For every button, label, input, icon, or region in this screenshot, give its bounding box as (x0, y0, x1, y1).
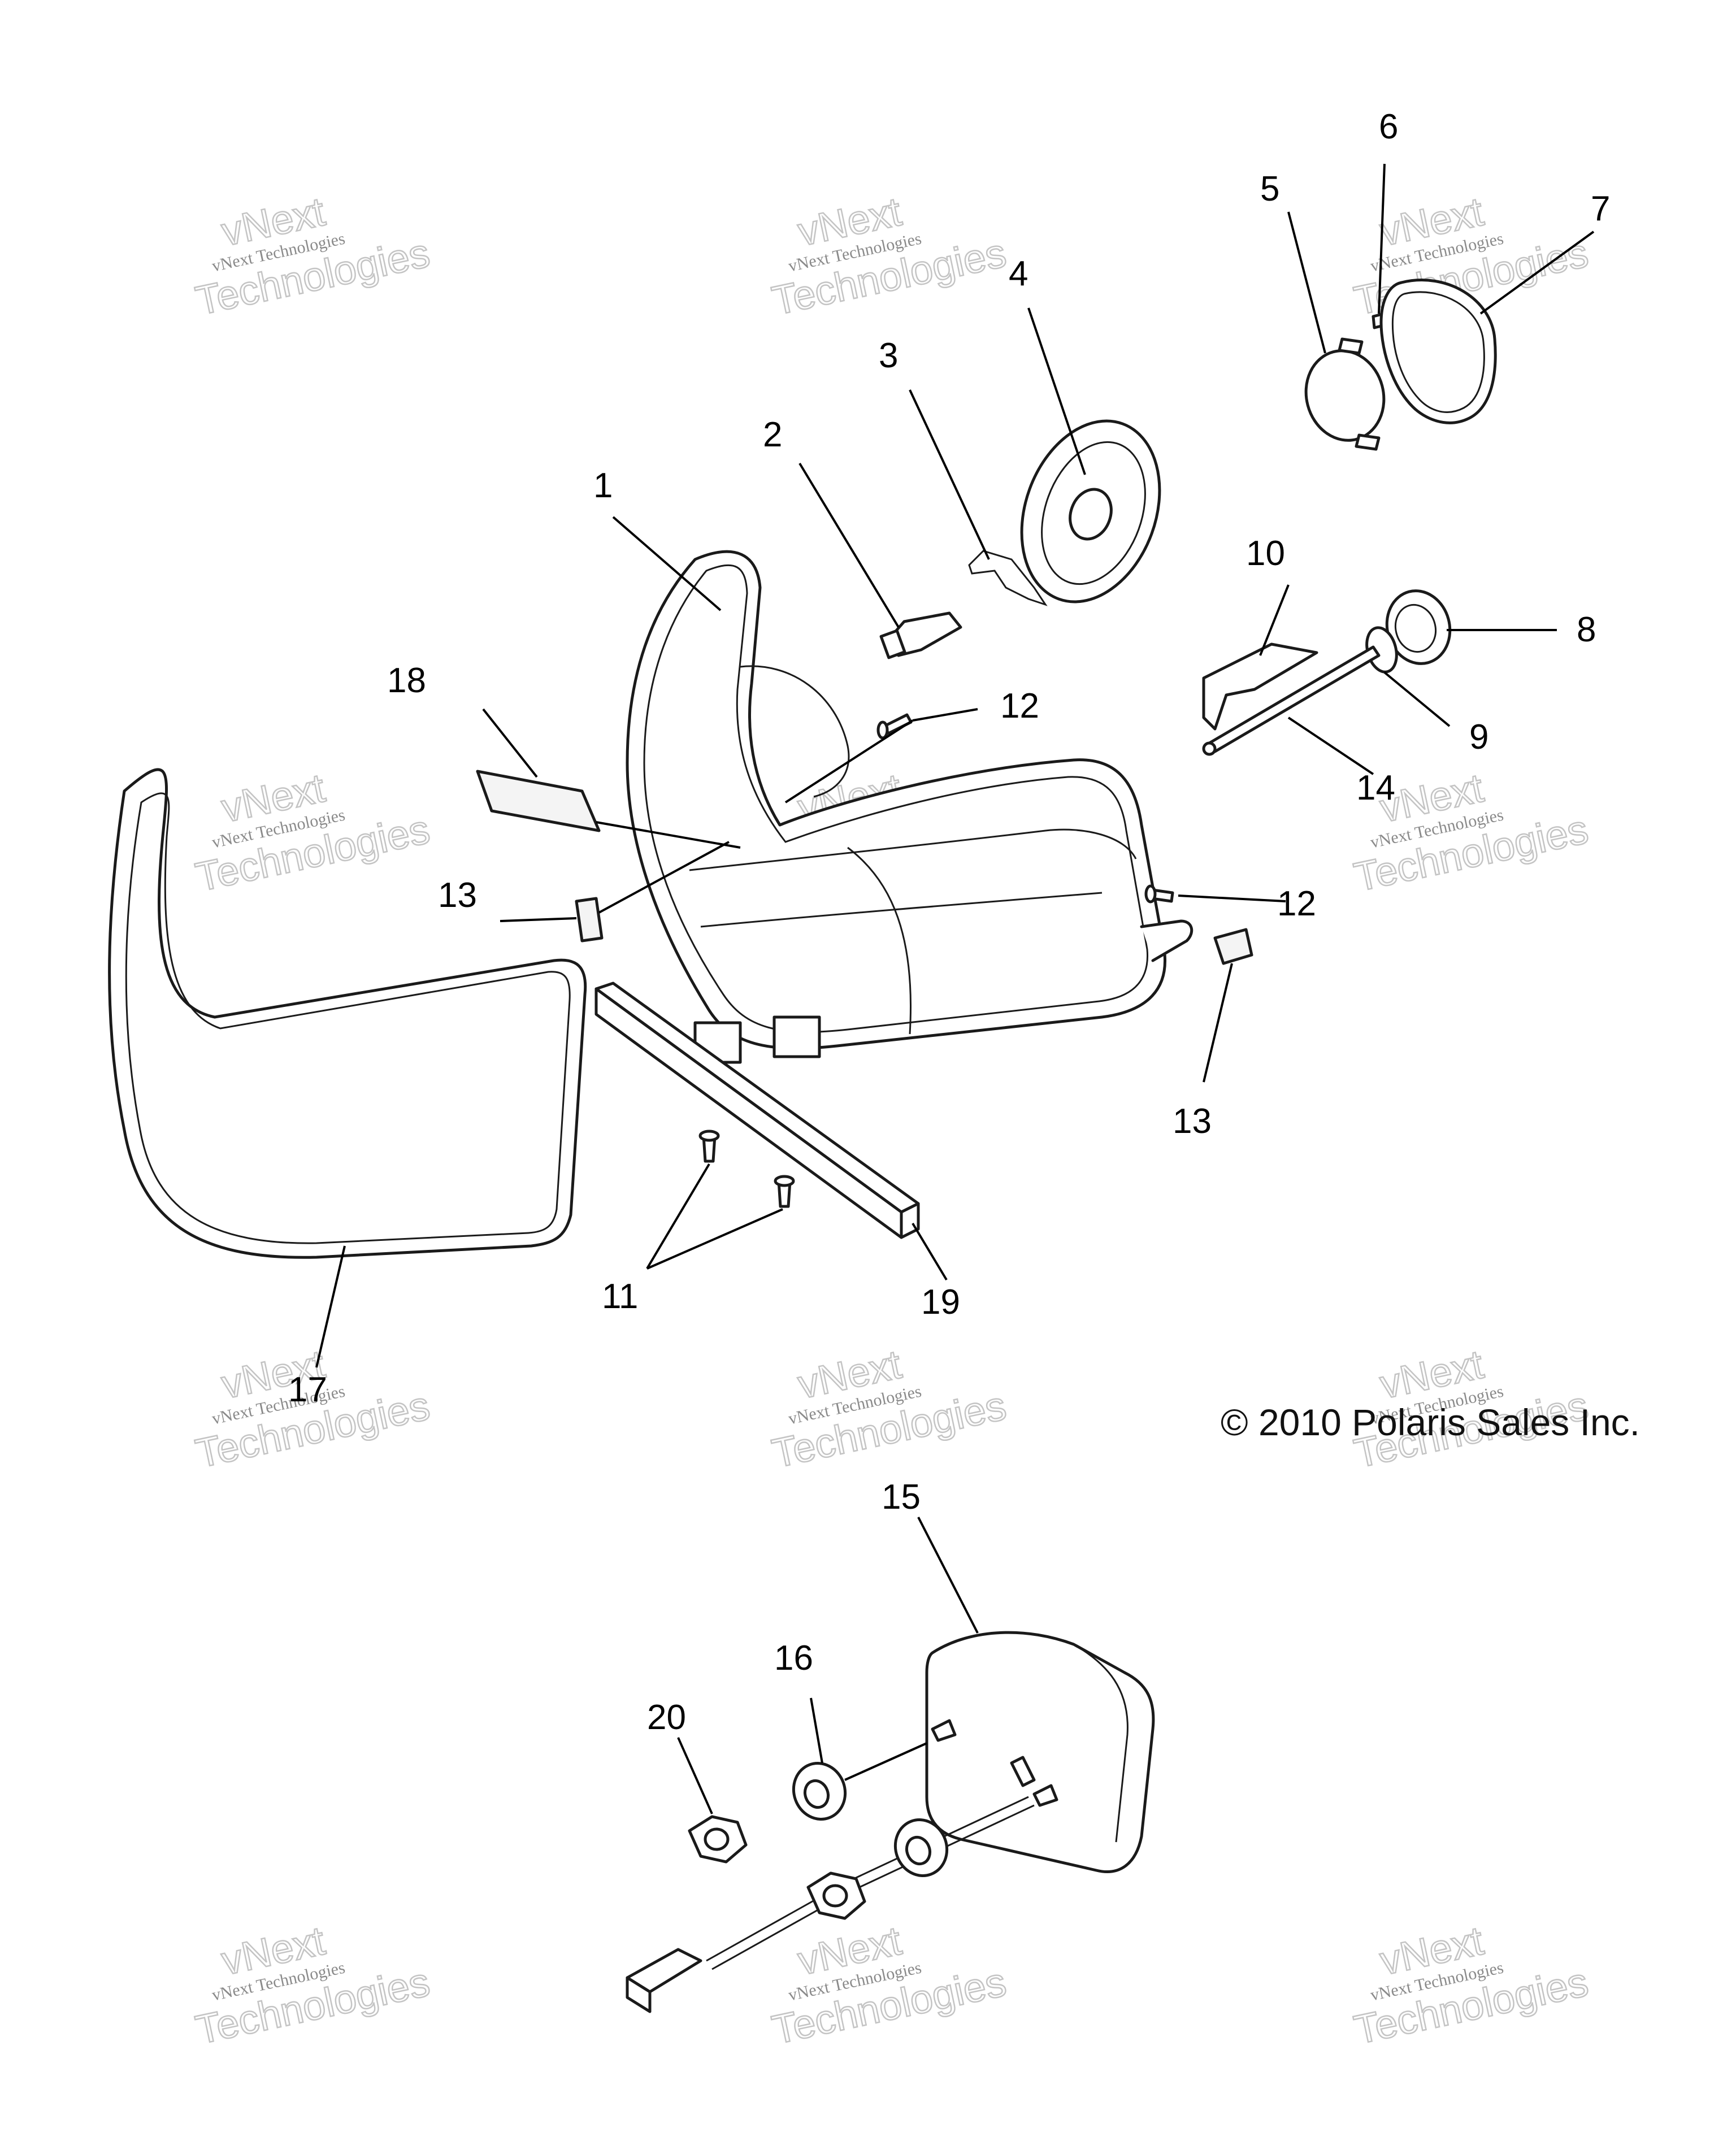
callout-13-left: 13 (438, 876, 477, 915)
part-13-clip-nut-left (575, 897, 604, 943)
callout-4: 4 (1009, 254, 1028, 293)
watermark: vNext vNext Technologies Technologies (767, 1341, 1010, 1477)
part-8-adjuster-knob (1385, 589, 1452, 665)
callout-13-right: 13 (1173, 1102, 1212, 1141)
part-12-screw-upper (876, 713, 913, 740)
callouts: 1 2 3 4 5 6 7 8 9 10 11 12 12 13 13 14 1… (288, 107, 1610, 1737)
part-14-adjuster-shaft (1202, 645, 1381, 756)
callout-2: 2 (763, 415, 782, 454)
watermark: vNext vNext Technologies Technologies (191, 1917, 434, 2053)
part-7-gasket (1379, 279, 1497, 424)
part-5-lamp (1304, 337, 1386, 451)
part-12-screw-lower (1144, 884, 1174, 904)
callout-19: 19 (921, 1283, 960, 1322)
part-1-headlight-housing (626, 550, 1194, 1064)
part-20-nut (688, 1815, 748, 1864)
callout-12-lower: 12 (1277, 884, 1316, 923)
part-10-bracket (1202, 642, 1318, 731)
part-19-foam-strip (594, 982, 920, 1239)
leader-lines (315, 163, 1595, 1814)
callout-10: 10 (1246, 534, 1285, 573)
watermark: vNext vNext Technologies Technologies (767, 1917, 1010, 2053)
copyright-notice: © 2010 Polaris Sales Inc. (1221, 1401, 1640, 1443)
watermark: vNext vNext Technologies Technologies (191, 188, 434, 324)
part-2-bulb (879, 611, 962, 659)
part-4-bulb-cover (1020, 419, 1161, 603)
callout-7: 7 (1591, 189, 1610, 228)
callout-3: 3 (879, 336, 898, 375)
callout-15: 15 (882, 1478, 921, 1517)
callout-1: 1 (593, 466, 613, 505)
callout-17: 17 (288, 1370, 327, 1409)
part-16-grommet (792, 1762, 847, 1821)
part-18-reflector-strip (476, 770, 601, 832)
watermark: vNext vNext Technologies Technologies (767, 188, 1010, 324)
watermark: vNext vNext Technologies Technologies (1349, 1341, 1592, 1477)
callout-5: 5 (1260, 170, 1279, 209)
callout-12-upper: 12 (1000, 687, 1039, 726)
part-13-clip-nut-right (1213, 928, 1253, 965)
part-15-tail-light (925, 1631, 1155, 1873)
callout-20: 20 (647, 1698, 686, 1737)
watermark: vNext vNext Technologies Technologies (191, 765, 434, 901)
callout-11: 11 (602, 1277, 638, 1316)
callout-9: 9 (1469, 718, 1488, 757)
callout-18: 18 (387, 661, 426, 700)
callout-16: 16 (774, 1639, 813, 1678)
callout-8: 8 (1577, 610, 1596, 649)
part-3-retaining-clip (968, 550, 1048, 606)
callout-14: 14 (1356, 768, 1395, 807)
part-17-seal (108, 768, 587, 1259)
part-11-screws (698, 1130, 795, 1208)
callout-6: 6 (1379, 107, 1398, 146)
wire-harness (626, 1756, 1036, 2013)
watermark: vNext vNext Technologies Technologies (1349, 1917, 1592, 2053)
